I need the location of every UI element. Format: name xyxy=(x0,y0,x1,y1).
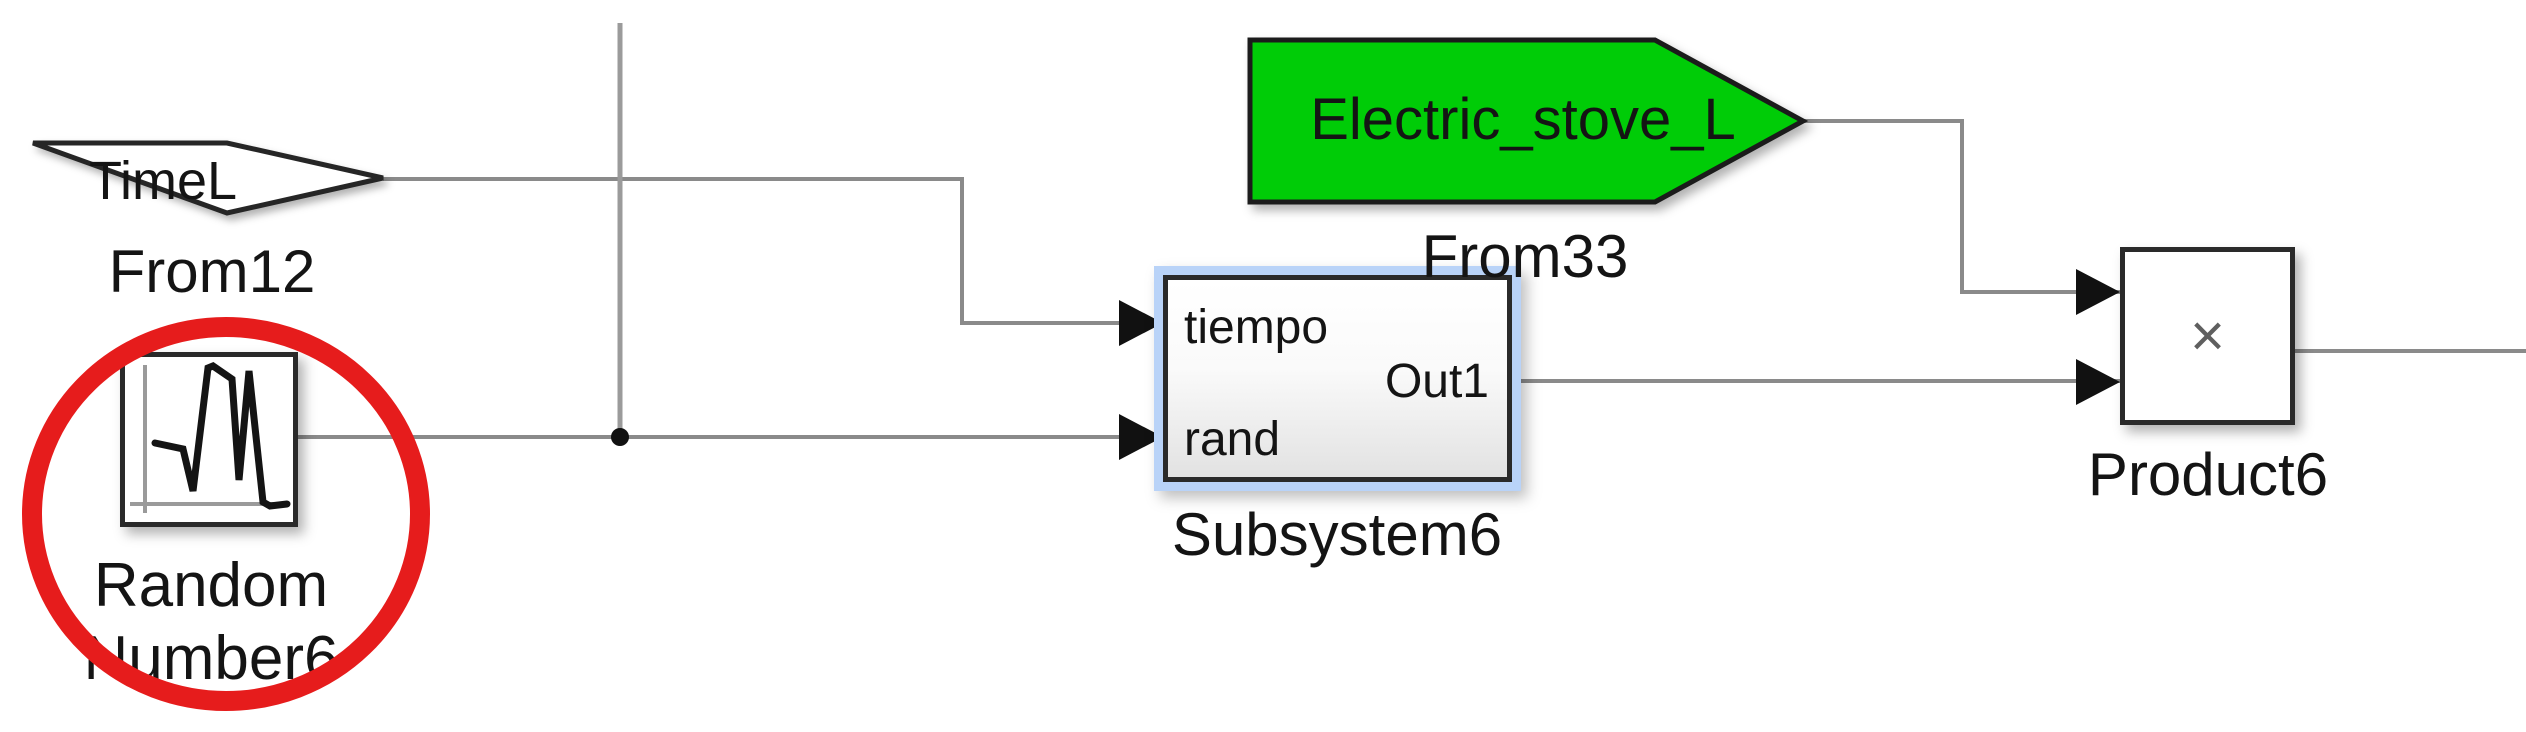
from-tag-timel-text: TimeL xyxy=(88,151,238,211)
from-tag-electric-stove[interactable] xyxy=(1247,37,1809,205)
from-tag-timel[interactable] xyxy=(32,140,384,216)
icon-random-signal-trace xyxy=(151,362,291,510)
multiply-icon: × xyxy=(2189,302,2226,369)
subsystem-port-rand[interactable]: rand xyxy=(1184,413,1281,466)
from12-label: From12 xyxy=(108,238,316,305)
wire-timel-to-subsystem[interactable] xyxy=(383,177,1163,325)
random-number-label-line1: Random xyxy=(93,551,329,620)
arrowhead-product-top xyxy=(2076,269,2120,315)
arrowhead-product-bottom xyxy=(2076,359,2120,405)
subsystem-label: Subsystem6 xyxy=(1171,501,1503,568)
product-block[interactable]: × xyxy=(2120,247,2295,425)
arrowhead-subsystem-tiempo xyxy=(1119,300,1163,346)
random-number-label: Random Number6 xyxy=(84,549,339,695)
from33-label: From33 xyxy=(1421,223,1629,290)
product-label: Product6 xyxy=(2087,441,2329,508)
from-tag-electric-stove-text: Electric_stove_L xyxy=(1310,87,1736,152)
random-waveform-icon xyxy=(130,362,291,513)
wire-junction-dot xyxy=(611,428,629,446)
subsystem-port-out1[interactable]: Out1 xyxy=(1384,355,1489,408)
random-number-block[interactable] xyxy=(120,352,298,527)
random-number-label-line2: Number6 xyxy=(83,624,339,693)
arrowhead-subsystem-rand xyxy=(1119,414,1163,460)
subsystem-block[interactable]: tiempo rand Out1 xyxy=(1163,275,1512,482)
subsystem-port-tiempo[interactable]: tiempo xyxy=(1184,301,1329,354)
wire-electricstove-to-product[interactable] xyxy=(1800,119,2120,294)
